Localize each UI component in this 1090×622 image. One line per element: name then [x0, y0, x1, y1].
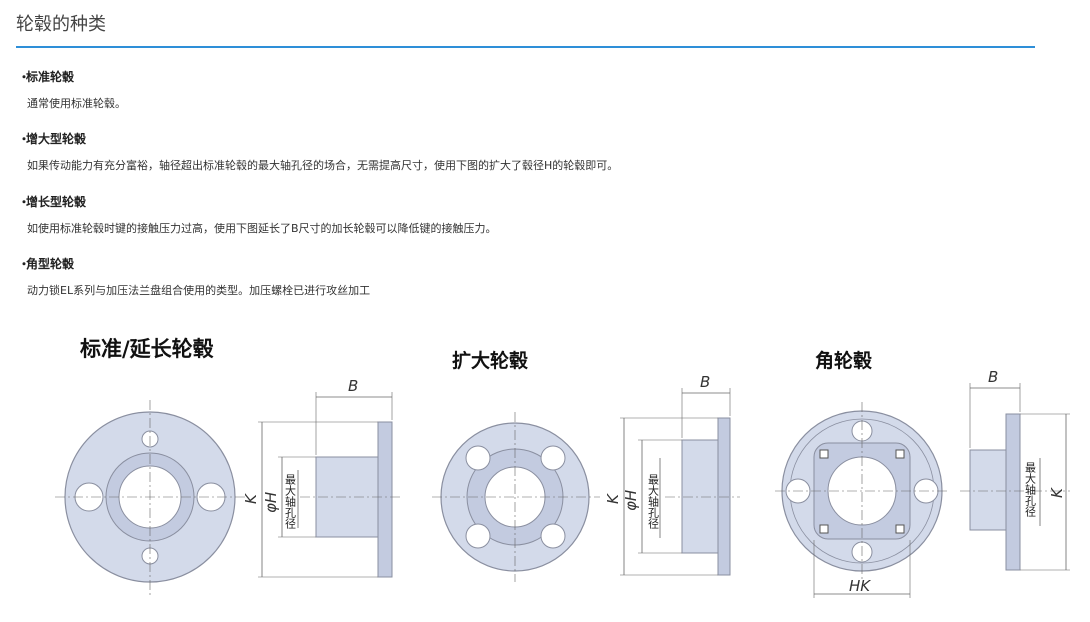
- enlarged-hub-side-view: [620, 388, 740, 576]
- diagram-title-enlarged: 扩大轮毂: [452, 350, 529, 372]
- standard-dim-h: φH: [262, 492, 280, 513]
- section-enlarged-hub: ・增大型轮毂 如果传动能力有充分富裕，轴径超出标准轮毂的最大轴孔径的场合，无需提…: [18, 130, 618, 173]
- standard-dim-k: K: [242, 493, 260, 504]
- page-title: 轮毂的种类: [16, 14, 106, 35]
- section-body: 如果传动能力有充分富裕，轴径超出标准轮毂的最大轴孔径的场合，无需提高尺寸，使用下…: [27, 159, 619, 172]
- enlarged-bore-label: 最大轴孔径: [647, 474, 660, 529]
- standard-hub-front-view: [55, 400, 245, 595]
- enlarged-dim-b: B: [700, 373, 710, 391]
- section-heading: ・增长型轮毂: [18, 193, 497, 210]
- section-heading-text: 增长型轮毂: [26, 195, 87, 209]
- section-heading-text: 增大型轮毂: [26, 132, 87, 146]
- standard-dim-b: B: [348, 377, 358, 395]
- diagram-title-standard: 标准/延长轮毂: [80, 336, 214, 361]
- section-square-hub: ・角型轮毂 动力锁EL系列与加压法兰盘组合使用的类型。加压螺栓已进行攻丝加工: [18, 255, 370, 298]
- standard-hub-side-view: [258, 392, 402, 578]
- section-heading: ・标准轮毂: [18, 68, 126, 85]
- section-body: 通常使用标准轮毂。: [27, 97, 126, 110]
- section-heading: ・角型轮毂: [18, 255, 370, 272]
- standard-bore-label: 最大轴孔径: [284, 474, 297, 529]
- section-body: 如使用标准轮毂时键的接触压力过高，使用下图延长了B尺寸的加长轮毂可以降低键的接触…: [27, 222, 497, 235]
- section-standard-hub: ・标准轮毂 通常使用标准轮毂。: [18, 68, 126, 111]
- section-heading-text: 标准轮毂: [26, 70, 75, 84]
- square-bore-label: 最大轴孔径: [1024, 462, 1037, 517]
- section-heading: ・增大型轮毂: [18, 130, 618, 147]
- title-divider: [16, 46, 1035, 48]
- square-hub-side-view: [960, 383, 1070, 571]
- square-dim-k: K: [1048, 487, 1066, 498]
- section-heading-text: 角型轮毂: [26, 257, 75, 271]
- square-dim-b: B: [988, 368, 998, 386]
- diagram-title-square: 角轮毂: [815, 350, 873, 372]
- section-extended-hub: ・增长型轮毂 如使用标准轮毂时键的接触压力过高，使用下图延长了B尺寸的加长轮毂可…: [18, 193, 497, 236]
- enlarged-dim-k: K: [604, 493, 622, 504]
- enlarged-hub-front-view: [432, 412, 600, 582]
- section-body: 动力锁EL系列与加压法兰盘组合使用的类型。加压螺栓已进行攻丝加工: [27, 284, 371, 297]
- square-hub-front-view: [775, 402, 950, 598]
- enlarged-dim-h: φH: [622, 490, 640, 511]
- square-dim-hk: HK: [849, 577, 871, 595]
